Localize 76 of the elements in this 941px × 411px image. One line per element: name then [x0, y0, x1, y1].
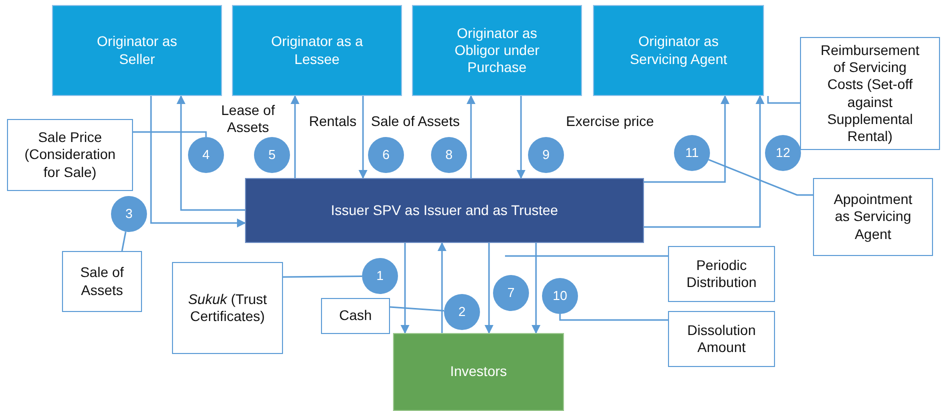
flow-label: Exercise price [566, 113, 654, 130]
note-box [7, 119, 133, 191]
step-number: 7 [507, 285, 515, 301]
leader-line [390, 306, 444, 312]
note-box [172, 262, 283, 354]
step-number: 6 [382, 147, 390, 163]
investor-box [393, 333, 564, 411]
box-label: Originator as Obligor under Purchase [454, 24, 540, 76]
step-circle [493, 275, 529, 311]
box-label: Originator as a Lessee [270, 33, 364, 68]
box-label: Cash [339, 307, 372, 325]
arrow [290, 95, 300, 178]
step-circle [674, 135, 710, 171]
step-circle [188, 137, 224, 173]
leader-line [559, 314, 668, 321]
step-number: 4 [202, 147, 210, 163]
step-number: 8 [445, 147, 453, 163]
note-box [813, 178, 933, 256]
box-label: Reimbursement of Servicing Costs (Set-off against Supplemental Rental) [820, 42, 920, 145]
note-box [321, 298, 390, 334]
arrow [400, 243, 410, 334]
note-box [668, 311, 775, 367]
note-box [800, 37, 940, 150]
step-number: 10 [552, 288, 568, 304]
leader-line [133, 131, 207, 137]
step-number: 3 [125, 206, 133, 222]
box-label: Sukuk (Trust Certificates) [188, 290, 267, 326]
step-number: 1 [376, 268, 384, 284]
role-box [593, 5, 764, 96]
step-number: 5 [268, 147, 276, 163]
flow-label: Rentals [309, 113, 356, 130]
step-circle [254, 137, 290, 173]
flow-label: Sale of Assets [371, 113, 460, 130]
arrow [484, 243, 494, 334]
box-label: Originator as Seller [96, 33, 178, 68]
step-circle [528, 137, 564, 173]
arrow [644, 95, 730, 183]
arrow [532, 243, 540, 334]
leader-line [283, 275, 362, 278]
step-circle [765, 135, 801, 171]
box-label: Sale of Assets [79, 264, 125, 299]
note-box [62, 251, 142, 312]
box-label: Originator as Servicing Agent [628, 33, 728, 68]
arrow [150, 96, 246, 228]
box-label: Dissolution Amount [686, 322, 757, 356]
flow-label: Lease of Assets [220, 102, 276, 136]
box-label: Investors [450, 363, 507, 381]
issuer-box [245, 178, 644, 243]
leader-line [708, 159, 813, 196]
step-circle [431, 137, 467, 173]
arrow [358, 96, 368, 179]
leader-line [121, 232, 126, 252]
box-label: Issuer SPV as Issuer and as Trustee [330, 202, 558, 220]
role-box [232, 5, 402, 96]
box-label: Periodic Distribution [685, 256, 758, 292]
leader-line [767, 96, 800, 104]
step-number: 11 [685, 145, 699, 161]
arrow [176, 95, 245, 211]
note-box [668, 246, 775, 302]
arrow [466, 95, 476, 178]
step-circle [362, 258, 398, 294]
arrow [516, 96, 526, 179]
box-label: Sale Price (Consideration for Sale) [23, 129, 117, 181]
step-circle [542, 278, 578, 314]
step-number: 12 [776, 145, 790, 161]
arrow [438, 242, 446, 333]
step-circle [111, 196, 147, 232]
step-number: 9 [542, 147, 550, 163]
arrow [644, 95, 764, 228]
box-label: Appointment as Servicing Agent [832, 191, 914, 243]
role-box [412, 5, 582, 96]
step-number: 2 [458, 304, 466, 320]
step-circle [444, 294, 480, 330]
step-circle [368, 137, 404, 173]
leader-line [505, 255, 668, 257]
role-box [52, 5, 222, 96]
